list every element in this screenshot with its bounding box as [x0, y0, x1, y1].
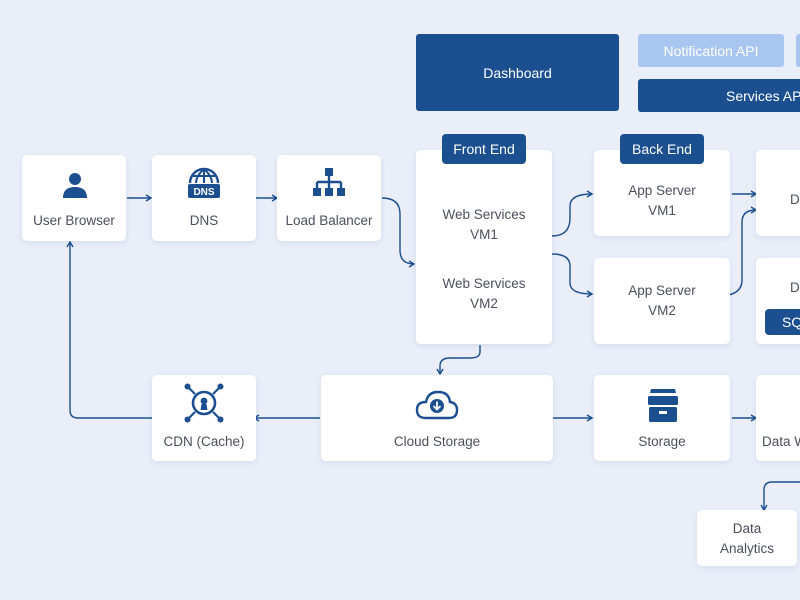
data-analytics-line1: Data [732, 521, 762, 536]
hierarchy-icon [313, 168, 345, 196]
storage-node[interactable]: Storage [594, 375, 730, 461]
app-vm2-line2: VM2 [648, 303, 676, 318]
dns-icon-text: DNS [193, 187, 214, 198]
database-node-1[interactable]: D [756, 150, 800, 236]
data-analytics-label: Data Analytics [697, 519, 797, 559]
web-vm2-line1: Web Services [442, 276, 526, 291]
dashboard-label: Dashboard [483, 64, 552, 81]
data-analytics-node[interactable]: Data Analytics [697, 510, 797, 566]
web-vm2-line2: VM2 [470, 296, 498, 311]
front-end-tag: Front End [442, 134, 526, 164]
cdn-label: CDN (Cache) [163, 434, 245, 449]
services-api-box[interactable]: Services API [638, 79, 800, 112]
dns-globe-icon: DNS [188, 167, 220, 198]
app-server-vm1: App Server VM1 [594, 181, 730, 221]
arrow-lb-web [381, 197, 416, 268]
user-browser-node[interactable]: User Browser [22, 155, 126, 241]
app-server-vm1-node[interactable]: App Server VM1 [594, 150, 730, 236]
arrow-app2-db1 [717, 206, 758, 297]
app-vm2-line1: App Server [628, 283, 696, 298]
cdn-node[interactable]: CDN (Cache) [152, 375, 256, 461]
dns-label: DNS [189, 213, 219, 228]
data-warehouse-partial-label: Data W [762, 434, 800, 449]
cloud-download-icon [415, 390, 459, 420]
arrow-web-app2 [551, 253, 594, 298]
cloud-storage-node[interactable]: Cloud Storage [321, 375, 553, 461]
web-services-vm2[interactable]: Web Services VM2 [416, 274, 552, 314]
database-2-partial-label: D [790, 280, 800, 295]
notification-api-label: Notification API [663, 42, 759, 59]
front-end-group[interactable]: Web Services VM1 Web Services VM2 [416, 150, 552, 344]
database-1-partial-label: D [790, 192, 800, 207]
back-end-tag: Back End [620, 134, 704, 164]
archive-box-icon [648, 389, 678, 422]
extra-api-box[interactable] [796, 34, 800, 67]
web-vm1-line2: VM1 [470, 227, 498, 242]
dns-node[interactable]: DNS DNS [152, 155, 256, 241]
storage-label: Storage [638, 434, 686, 449]
notification-api-box[interactable]: Notification API [638, 34, 784, 67]
load-balancer-node[interactable]: Load Balancer [277, 155, 381, 241]
web-vm1-line1: Web Services [442, 207, 526, 222]
data-warehouse-node[interactable]: Data W [756, 375, 800, 461]
services-api-label: Services API [726, 87, 800, 104]
app-server-vm2-node[interactable]: App Server VM2 [594, 258, 730, 344]
web-services-vm1[interactable]: Web Services VM1 [416, 205, 552, 245]
app-server-vm2: App Server VM2 [594, 281, 730, 321]
arrow-web-app1 [551, 190, 594, 237]
arrow-cdn-browser [66, 240, 152, 419]
user-icon [63, 173, 87, 198]
load-balancer-label: Load Balancer [285, 213, 373, 228]
arrow-dw-analytics [760, 481, 800, 512]
cloud-storage-label: Cloud Storage [393, 434, 481, 449]
user-browser-label: User Browser [33, 213, 115, 228]
sql-tag: SQ [765, 309, 800, 335]
arrow-web-cloud [436, 345, 481, 376]
app-vm1-line1: App Server [628, 183, 696, 198]
cdn-hub-icon [184, 383, 224, 423]
data-analytics-line2: Analytics [719, 541, 775, 556]
app-vm1-line2: VM1 [648, 203, 676, 218]
dashboard-box[interactable]: Dashboard [416, 34, 619, 111]
